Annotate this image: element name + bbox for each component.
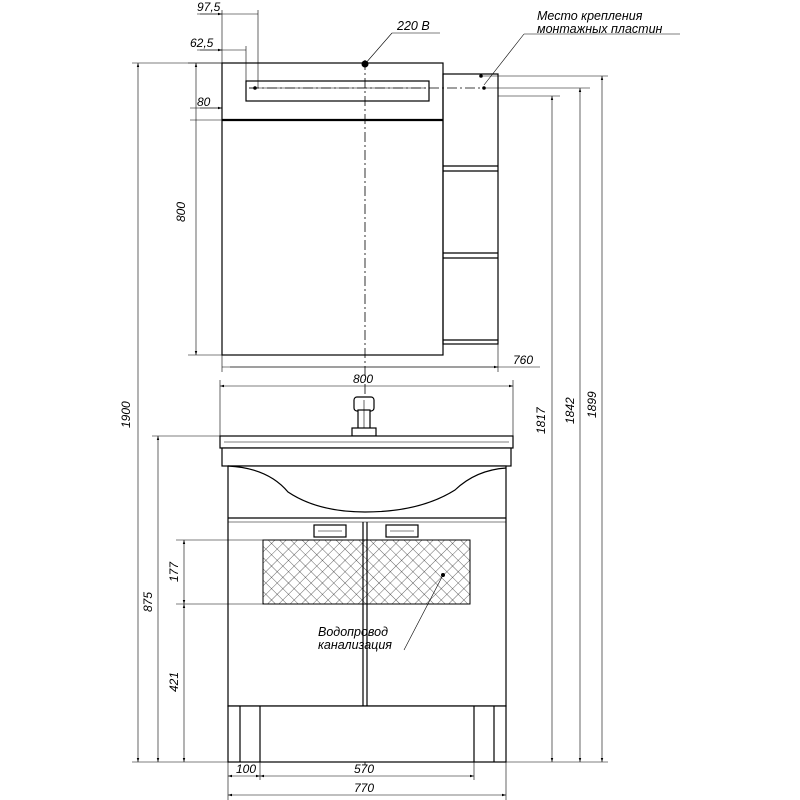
label-power: 220 В — [396, 19, 430, 33]
mirror-body — [221, 62, 444, 356]
lamp-outline — [245, 80, 430, 102]
dim-1899: 1899 — [585, 391, 599, 418]
faucet — [351, 396, 377, 437]
dim-1900: 1900 — [119, 401, 133, 428]
dim-875: 875 — [141, 592, 155, 612]
plinth — [227, 705, 507, 763]
dim-1842: 1842 — [563, 397, 577, 424]
dim-80: 80 — [197, 95, 211, 109]
dim-177: 177 — [167, 561, 181, 582]
basin-bowl — [227, 465, 507, 513]
dim-760: 760 — [513, 353, 533, 367]
vanity-unit — [219, 396, 514, 763]
dim-1817: 1817 — [534, 406, 548, 434]
basin-top — [221, 447, 512, 467]
dim-421: 421 — [167, 672, 181, 692]
dim-62-5: 62,5 — [190, 36, 214, 50]
dim-570: 570 — [354, 762, 374, 776]
dim-800-mirror-height: 800 — [174, 202, 188, 222]
label-mount-line1: Место крепления — [537, 9, 643, 23]
dim-97-5: 97,5 — [197, 0, 221, 14]
dim-100: 100 — [236, 762, 256, 776]
annotation-texts: 220 В Место крепления монтажных пластин … — [318, 9, 663, 652]
label-pipes-line2: канализация — [318, 638, 392, 652]
dimension-texts: 97,5 62,5 80 800 760 800 1900 1817 1842 … — [119, 0, 599, 795]
mount-point-left — [253, 86, 257, 90]
dim-770: 770 — [354, 781, 374, 795]
dim-800-width: 800 — [353, 372, 373, 386]
pipes-zone — [262, 539, 471, 605]
mirror-cabinet — [221, 60, 499, 356]
dimension-lines — [132, 10, 680, 800]
label-pipes-line1: Водопровод — [318, 625, 388, 639]
side-shelf — [442, 73, 499, 345]
label-mount-line2: монтажных пластин — [537, 22, 663, 36]
